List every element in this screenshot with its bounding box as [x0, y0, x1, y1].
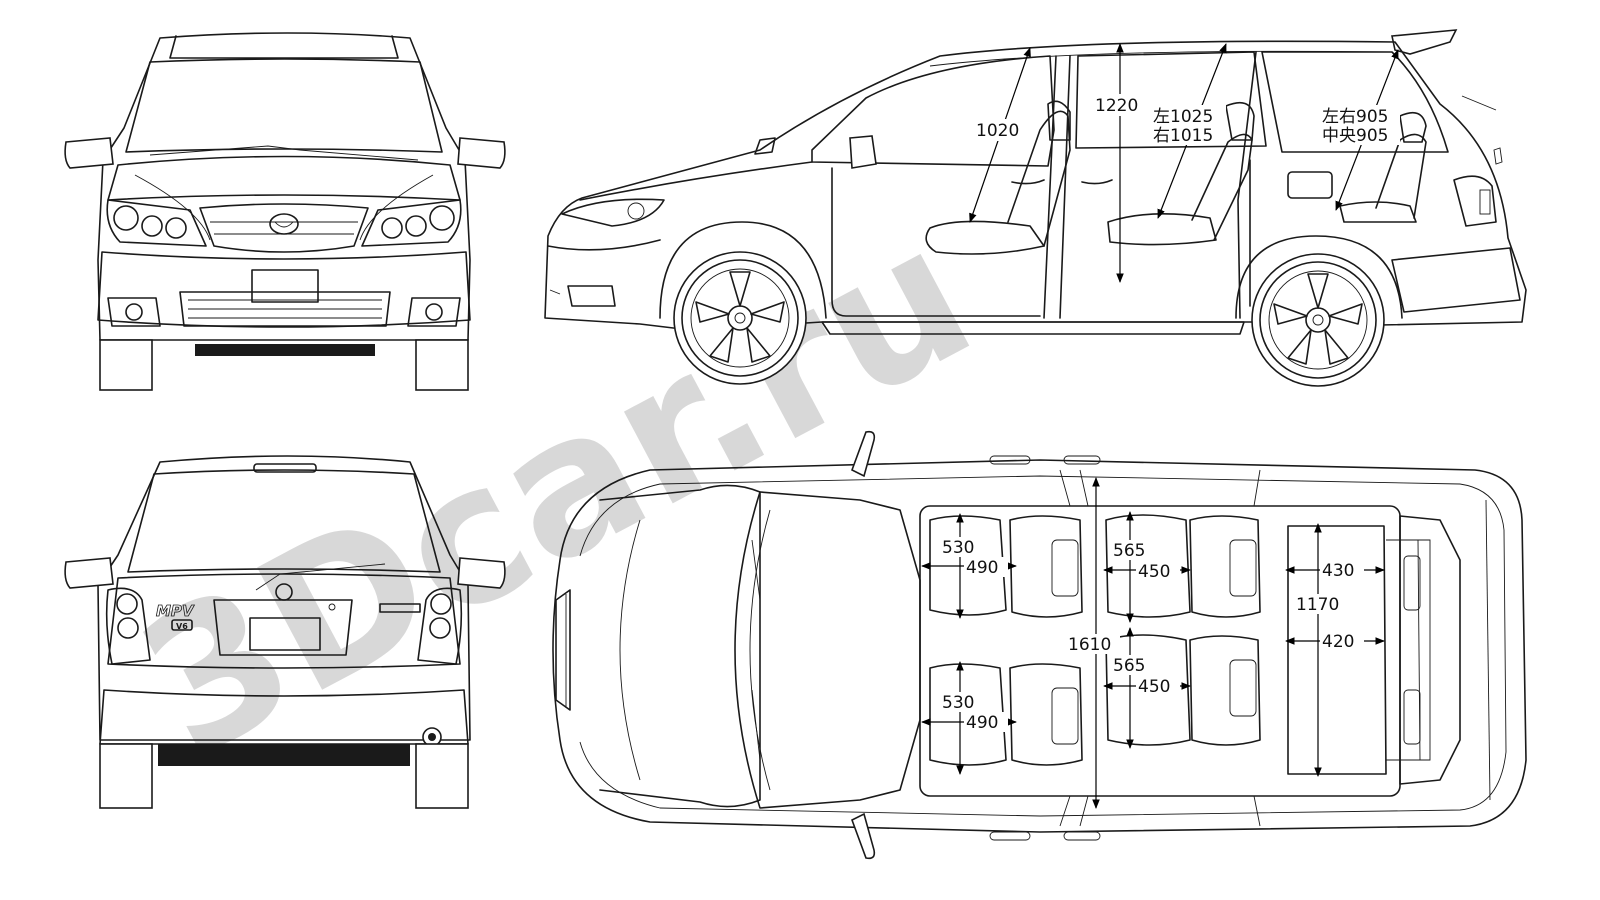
dim-third-row-sides: 左右905 — [1322, 107, 1388, 127]
dim-second-row-left: 左1025 — [1153, 107, 1213, 127]
dim-second-row-left-width: 450 — [1138, 562, 1170, 582]
dim-interior-height: 1220 — [1095, 96, 1138, 116]
mpv-badge: MPV — [156, 602, 195, 620]
dim-third-row-lower: 420 — [1322, 632, 1354, 652]
dim-front-right-seat-depth: 530 — [942, 693, 974, 713]
dim-cabin-width: 1610 — [1068, 635, 1111, 655]
dim-front-right-seat-width: 490 — [966, 713, 998, 733]
dim-front-left-seat-width: 490 — [966, 558, 998, 578]
dim-front-headroom: 1020 — [976, 121, 1019, 141]
dim-third-row-upper: 430 — [1322, 561, 1354, 581]
dim-second-row-right: 右1015 — [1153, 126, 1213, 146]
top-view: 530 490 530 490 1610 565 450 565 450 117… — [552, 430, 1527, 860]
dim-front-left-seat-depth: 530 — [942, 538, 974, 558]
dim-second-row-right-width: 450 — [1138, 677, 1170, 697]
dim-second-row-left-depth: 565 — [1113, 541, 1145, 561]
v6-badge: V6 — [176, 622, 188, 631]
side-view: 1020 1220 左1025 右1015 左右905 中央905 — [544, 29, 1527, 387]
rear-view: MPV V6 — [64, 455, 506, 809]
dim-third-row-center: 中央905 — [1322, 126, 1388, 146]
front-view — [64, 32, 506, 391]
dim-third-row-width: 1170 — [1296, 595, 1339, 615]
dim-second-row-right-depth: 565 — [1113, 656, 1145, 676]
